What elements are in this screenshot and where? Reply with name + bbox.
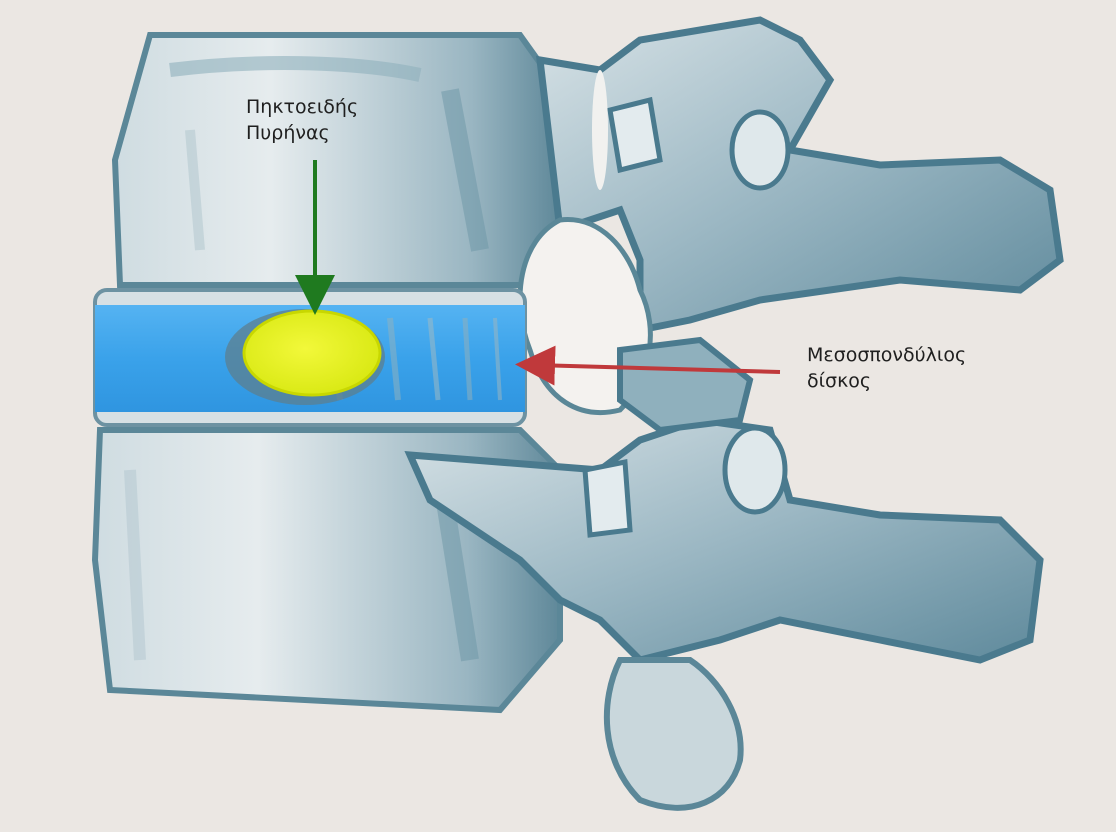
nucleus-label-line1: Πηκτοειδής	[246, 94, 358, 120]
nucleus-label-line2: Πυρήνας	[246, 120, 358, 146]
upper-vertebral-body	[115, 35, 560, 285]
intervertebral-disc-label: Μεσοσπονδύλιος δίσκος	[807, 342, 966, 394]
disc-label-line2: δίσκος	[807, 368, 966, 394]
disc-label-line1: Μεσοσπονδύλιος	[807, 342, 966, 368]
nucleus-pulposus-label: Πηκτοειδής Πυρήνας	[246, 94, 358, 146]
nucleus-pulposus	[244, 311, 380, 395]
